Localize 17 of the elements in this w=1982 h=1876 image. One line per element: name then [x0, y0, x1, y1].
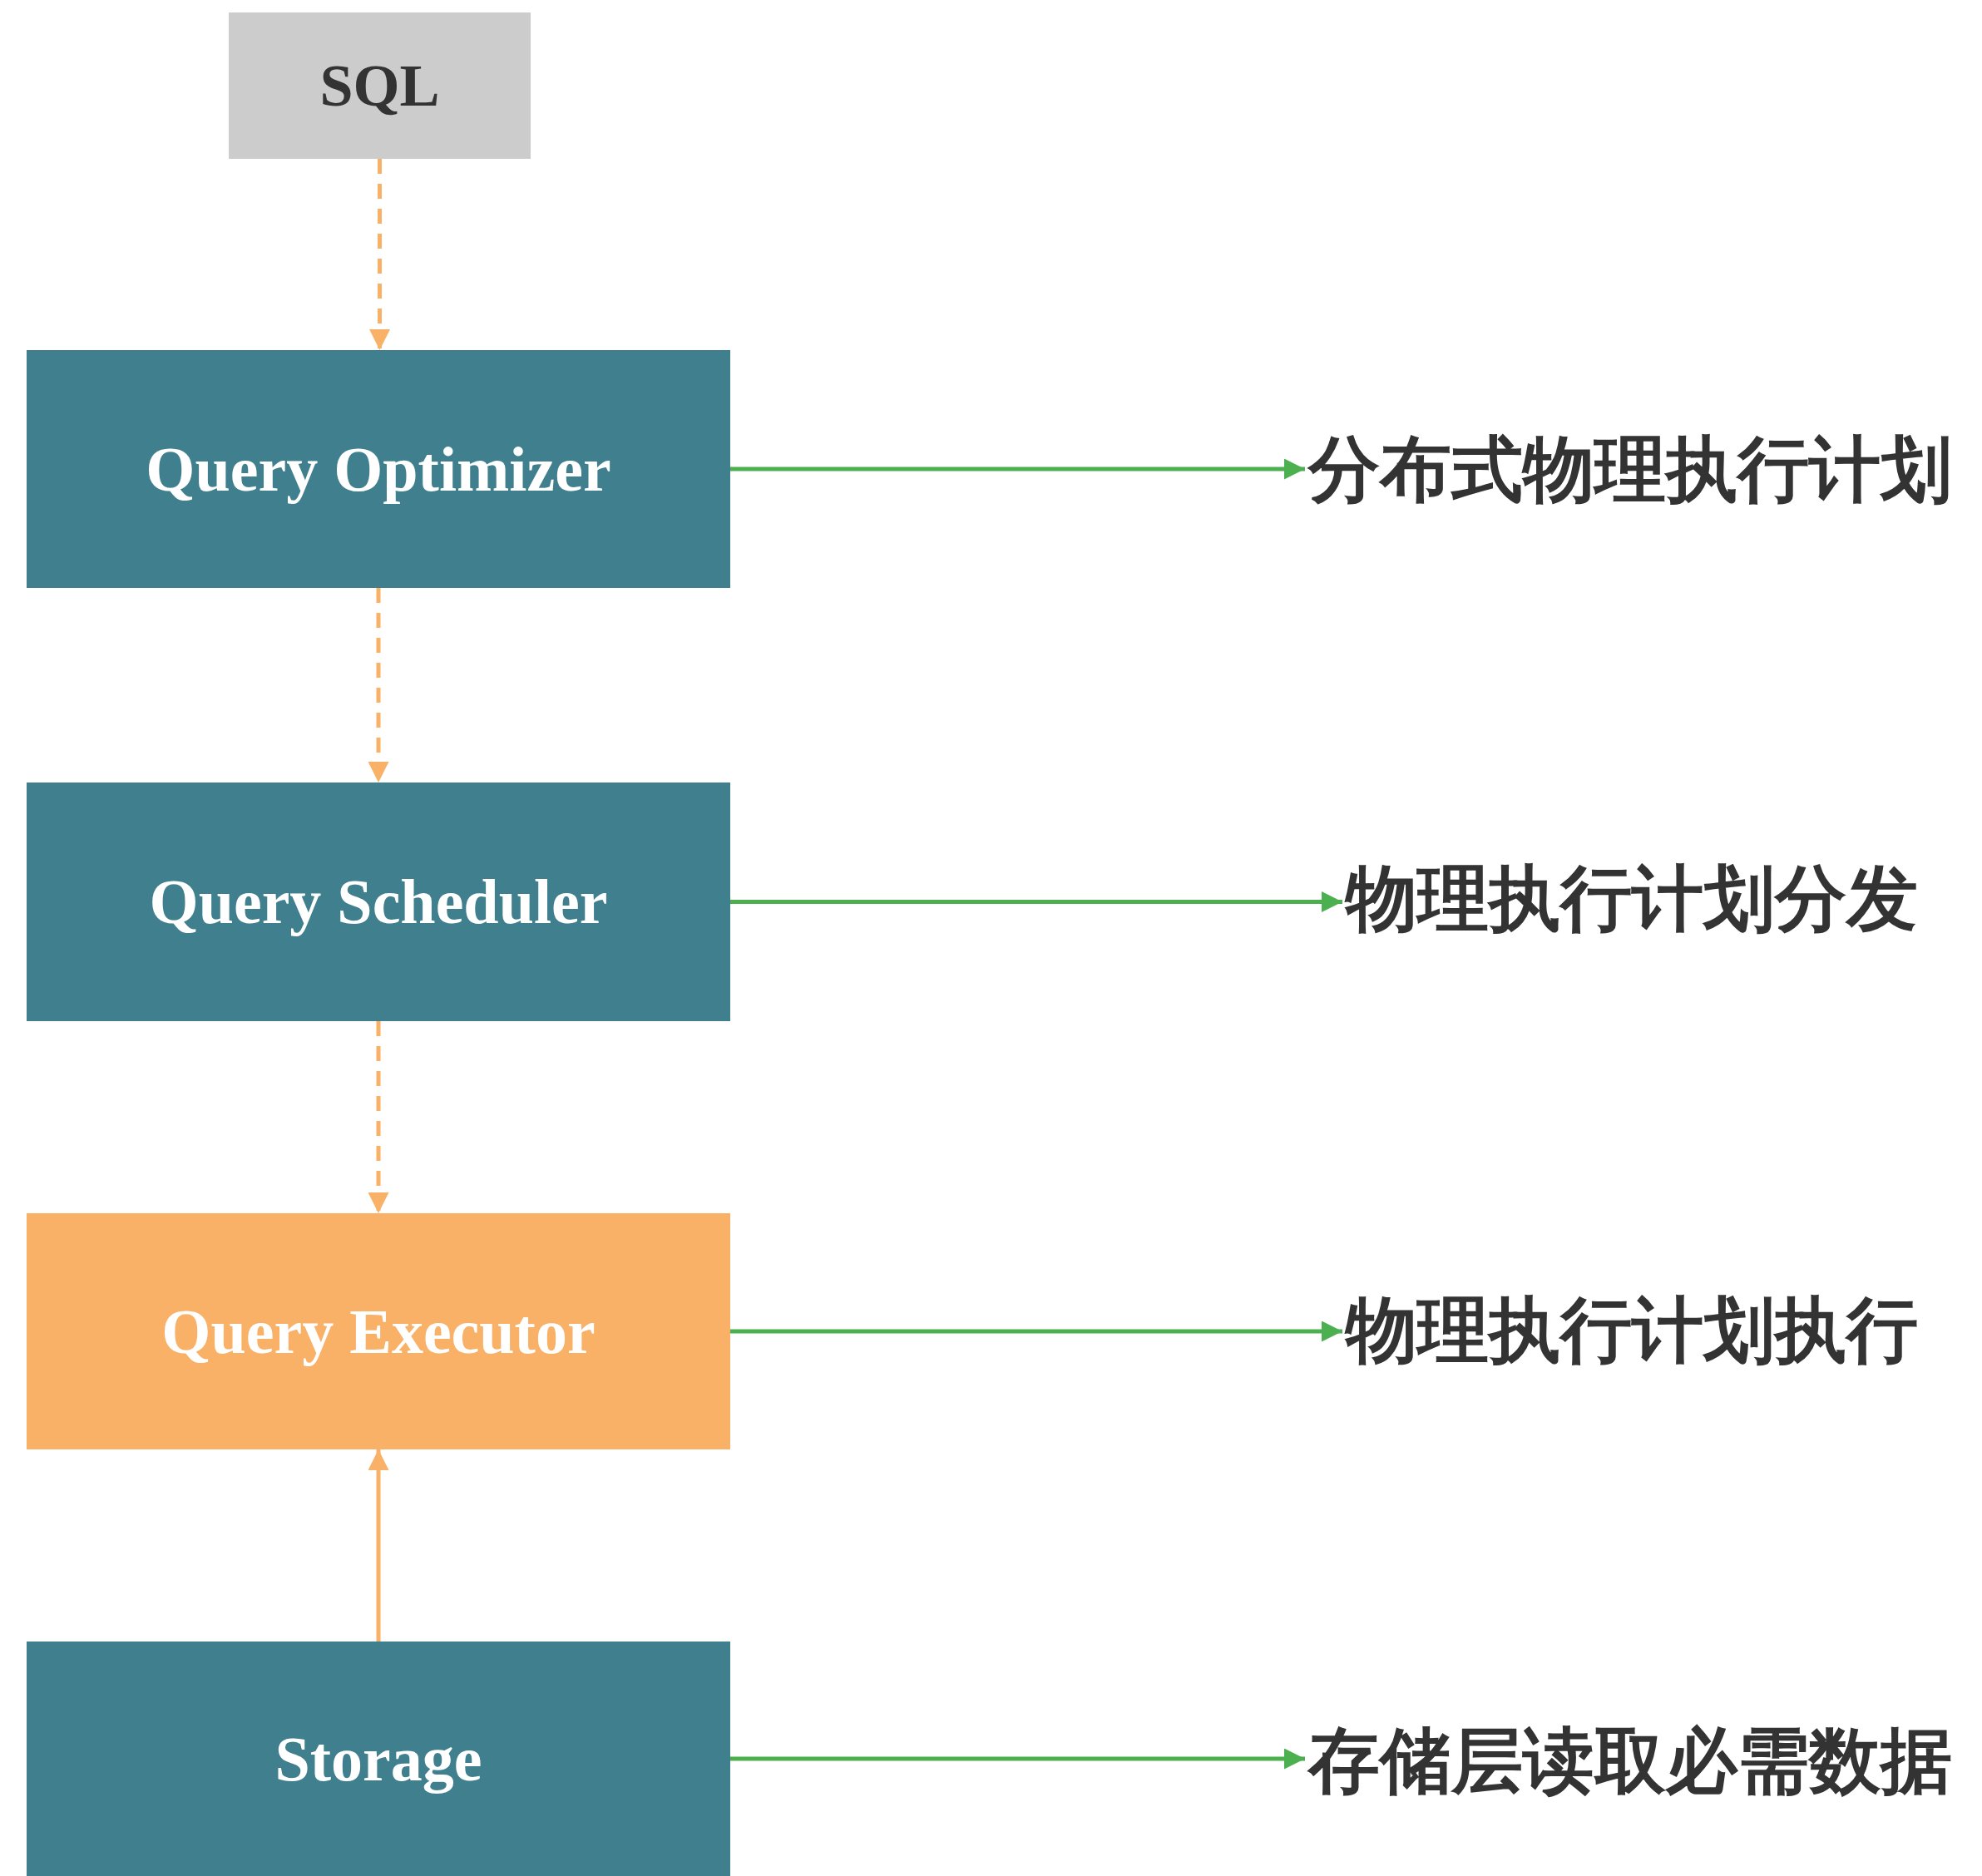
- step-description: 分布式物理执行计划: [1308, 424, 1952, 516]
- arrow: [368, 1021, 389, 1213]
- step-description: 物理执行计划分发: [1346, 853, 1918, 945]
- arrow: [730, 458, 1305, 480]
- step-description: 物理执行计划执行: [1346, 1285, 1918, 1376]
- process-box: Query Optimizer: [27, 350, 730, 588]
- arrow: [368, 1449, 389, 1642]
- process-box: Query Scheduler: [27, 782, 730, 1021]
- process-box: Query Executor: [27, 1213, 730, 1449]
- arrow: [730, 1748, 1305, 1770]
- arrow: [369, 159, 390, 350]
- arrow: [368, 588, 389, 782]
- input-box: SQL: [229, 12, 531, 159]
- process-box: Storage: [27, 1642, 730, 1876]
- arrow: [730, 891, 1342, 912]
- step-description: 存储层读取必需数据: [1308, 1716, 1952, 1807]
- arrow: [730, 1321, 1342, 1342]
